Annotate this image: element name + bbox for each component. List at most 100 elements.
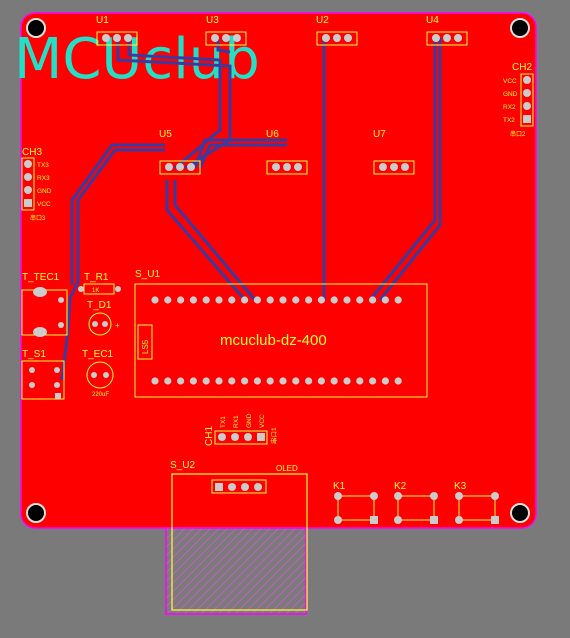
ch1-pin-1: TX1 [220, 416, 227, 428]
module-pin [356, 296, 364, 304]
ch1-pin-3: GND [246, 413, 253, 428]
ch2-pin-1: VCC [503, 78, 517, 85]
module-pin [394, 296, 402, 304]
label-ch1: CH1 [204, 426, 215, 446]
t-ec1-value: 220uF [92, 392, 109, 398]
module-pin [215, 377, 223, 385]
oled-outline [171, 473, 308, 611]
module-pin [177, 296, 185, 304]
label-u3: U3 [206, 15, 219, 26]
module-pin [356, 377, 364, 385]
label-t-tec1: T_TEC1 [22, 272, 60, 283]
t-r1-value: 1K [92, 288, 99, 294]
label-oled: OLED [276, 464, 298, 473]
connector-ch1[interactable]: CH1 TX1 RX1 GND VCC 串口1 [204, 413, 278, 446]
ch2-pin-4: TX2 [503, 117, 515, 124]
module-pin [228, 377, 236, 385]
module-pin [253, 377, 261, 385]
module-pin [202, 377, 210, 385]
label-k3: K3 [454, 481, 467, 492]
key-k1[interactable]: K1 [333, 481, 378, 524]
label-u1: U1 [96, 15, 109, 26]
label-u6: U6 [266, 129, 279, 140]
module-pin [369, 296, 377, 304]
label-u7: U7 [373, 129, 386, 140]
t-s1[interactable]: T_S1 [21, 349, 65, 400]
key-k3[interactable]: K3 [454, 481, 499, 524]
module-s-u1[interactable]: S_U1 LS5 mcuclub-dz-400 [134, 269, 428, 398]
label-s-u2: S_U2 [170, 460, 195, 471]
module-pin [189, 377, 197, 385]
module-pin [241, 377, 249, 385]
module-pin [266, 296, 274, 304]
ch2-side-label: 串口2 [510, 130, 526, 138]
ch3-pin-4: VCC [37, 201, 51, 208]
connector-ch3[interactable]: CH3 TX3 RX3 GND VCC 串口3 [21, 147, 52, 222]
module-pin [394, 377, 402, 385]
label-t-r1: T_R1 [84, 272, 109, 283]
header-u6[interactable]: U6 [266, 129, 308, 175]
ch3-side-label: 串口3 [30, 214, 46, 222]
traces [60, 38, 442, 381]
module-pin [151, 296, 159, 304]
ch3-pin-1: TX3 [37, 162, 49, 169]
ch1-side-label: 串口1 [270, 427, 278, 444]
module-pin [189, 296, 197, 304]
module-pin [292, 296, 300, 304]
oled-keepout [165, 527, 307, 615]
ch3-pin-2: RX3 [37, 175, 50, 182]
ch2-pin-2: GND [503, 91, 518, 98]
module-pin [215, 296, 223, 304]
module-pin [381, 377, 389, 385]
module-pin [279, 377, 287, 385]
t-d1[interactable]: T_D1 + [87, 300, 120, 336]
board-name-label: mcuclub-dz-400 [220, 332, 327, 349]
module-pin [305, 377, 313, 385]
label-s-u1: S_U1 [135, 269, 160, 280]
module-pin [317, 296, 325, 304]
key-k2[interactable]: K2 [394, 481, 438, 524]
module-pin [369, 377, 377, 385]
label-u4: U4 [426, 15, 439, 26]
module-pin [343, 296, 351, 304]
module-pin [305, 296, 313, 304]
module-pin [177, 377, 185, 385]
module-pin [381, 296, 389, 304]
module-pin [151, 377, 159, 385]
t-ec1[interactable]: T_EC1 220uF [82, 349, 114, 398]
label-k1: K1 [333, 481, 346, 492]
t-r1[interactable]: T_R1 1K [78, 272, 121, 295]
module-pin [330, 296, 338, 304]
module-pins-bottom [151, 377, 402, 385]
header-u4[interactable]: U4 [426, 15, 468, 46]
module-pin [279, 296, 287, 304]
mounting-holes [26, 18, 530, 523]
ch2-pin-3: RX2 [503, 104, 516, 111]
module-pin [317, 377, 325, 385]
label-t-ec1: T_EC1 [82, 349, 114, 360]
module-pin [343, 377, 351, 385]
ch1-pin-2: RX1 [233, 415, 240, 428]
module-s-u2[interactable]: S_U2 OLED [170, 460, 298, 494]
module-pin [202, 296, 210, 304]
label-u5: U5 [159, 129, 172, 140]
module-pin [164, 296, 172, 304]
header-u5[interactable]: U5 [159, 129, 201, 175]
header-u1[interactable]: U1 [96, 15, 138, 46]
module-pin [164, 377, 172, 385]
connector-ch2[interactable]: CH2 VCC GND RX2 TX2 串口2 [503, 62, 534, 138]
module-pin [228, 296, 236, 304]
t-tec1[interactable]: T_TEC1 [21, 272, 68, 337]
module-pin [292, 377, 300, 385]
label-ch2: CH2 [512, 62, 532, 73]
label-u2: U2 [316, 15, 329, 26]
module-pin [253, 296, 261, 304]
header-u7[interactable]: U7 [373, 129, 415, 175]
header-u2[interactable]: U2 [316, 15, 358, 46]
header-u3[interactable]: U3 [205, 15, 247, 46]
module-pins-top [151, 296, 402, 304]
ch3-pin-3: GND [37, 188, 52, 195]
module-pin [241, 296, 249, 304]
